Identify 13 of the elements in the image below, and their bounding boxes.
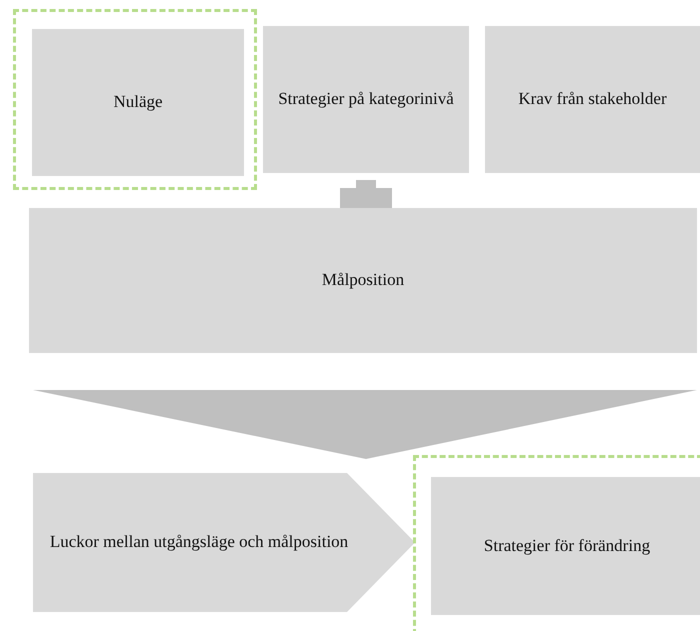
- box-label: Strategier på kategorinivå: [278, 88, 454, 110]
- box-label: Målposition: [322, 269, 404, 292]
- process-box: [485, 26, 700, 173]
- process-box: [29, 208, 697, 353]
- highlight-frame: [13, 9, 257, 190]
- box-label: Luckor mellan utgångsläge och målposition: [50, 531, 348, 554]
- process-box: [32, 29, 244, 176]
- box-label: Krav från stakeholder: [518, 88, 667, 110]
- box-label: Strategier för förändring: [484, 534, 650, 557]
- process-box: [431, 477, 700, 615]
- process-box: [263, 26, 469, 173]
- box-label: Nuläge: [113, 91, 163, 114]
- highlight-frame: [413, 455, 700, 631]
